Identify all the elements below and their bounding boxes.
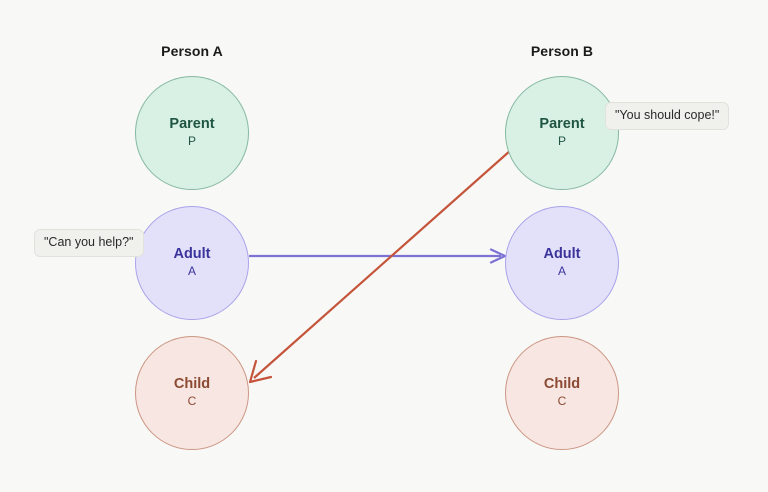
ego-state-abbr: A bbox=[557, 264, 566, 279]
ego-state-person-b-child[interactable]: Child C bbox=[505, 336, 619, 450]
ego-state-name: Parent bbox=[169, 115, 215, 132]
transaction-arrow-response bbox=[248, 149, 512, 384]
ego-state-name: Child bbox=[173, 375, 211, 392]
ego-state-name: Adult bbox=[543, 245, 581, 262]
column-header-person-a: Person A bbox=[161, 43, 223, 59]
speech-bubble-stimulus: "Can you help?" bbox=[34, 229, 144, 257]
ego-state-person-b-adult[interactable]: Adult A bbox=[505, 206, 619, 320]
ego-state-name: Adult bbox=[173, 245, 211, 262]
ego-state-abbr: C bbox=[557, 394, 567, 409]
speech-bubble-response: "You should cope!" bbox=[605, 102, 730, 130]
column-header-person-b: Person B bbox=[530, 43, 594, 59]
ego-state-abbr: P bbox=[187, 134, 196, 149]
ego-state-name: Parent bbox=[539, 115, 585, 132]
ego-state-abbr: P bbox=[557, 134, 566, 149]
ego-state-person-a-adult[interactable]: Adult A bbox=[135, 206, 249, 320]
ego-state-abbr: C bbox=[187, 394, 197, 409]
ego-state-person-a-child[interactable]: Child C bbox=[135, 336, 249, 450]
transaction-arrow-stimulus bbox=[249, 248, 507, 264]
ego-state-name: Child bbox=[543, 375, 581, 392]
ego-state-abbr: A bbox=[187, 264, 196, 279]
ego-state-person-b-parent[interactable]: Parent P bbox=[505, 76, 619, 190]
ego-state-person-a-parent[interactable]: Parent P bbox=[135, 76, 249, 190]
